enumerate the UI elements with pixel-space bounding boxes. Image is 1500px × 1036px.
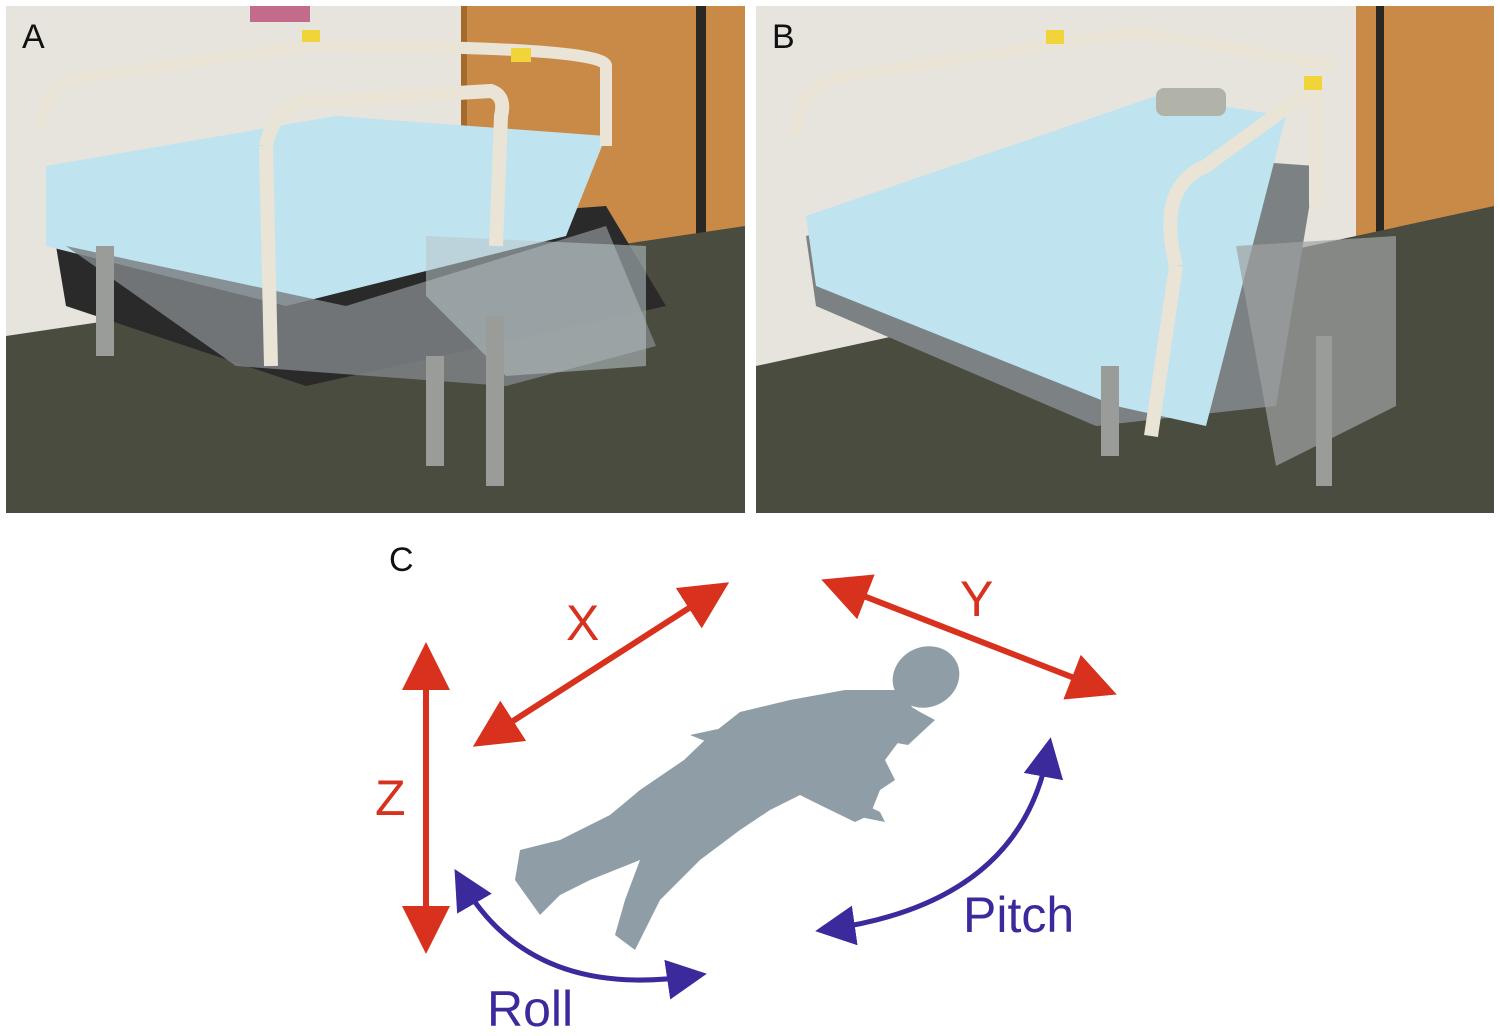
panel-label-c: C: [389, 541, 414, 579]
pitch-rotation-arrow: [815, 737, 1064, 946]
pitch-label: Pitch: [963, 887, 1074, 943]
x-axis-label: X: [566, 595, 599, 651]
bed-photo-illustration-a: [6, 6, 745, 513]
photo-bed-with-platform-a: A: [6, 6, 745, 513]
photo-bed-with-platform-b: B: [756, 6, 1494, 513]
y-axis-arrow: [821, 574, 1117, 700]
bed-photo-illustration-b: [756, 6, 1494, 513]
y-axis-label: Y: [960, 571, 993, 627]
x-axis-arrow: [472, 582, 730, 747]
roll-label: Roll: [487, 981, 573, 1036]
panel-label-b: B: [772, 18, 795, 56]
roll-rotation-arrow: [454, 869, 707, 1000]
lying-person-silhouette: [515, 646, 960, 950]
z-axis-label: Z: [375, 770, 406, 826]
panel-label-a: A: [22, 18, 45, 56]
